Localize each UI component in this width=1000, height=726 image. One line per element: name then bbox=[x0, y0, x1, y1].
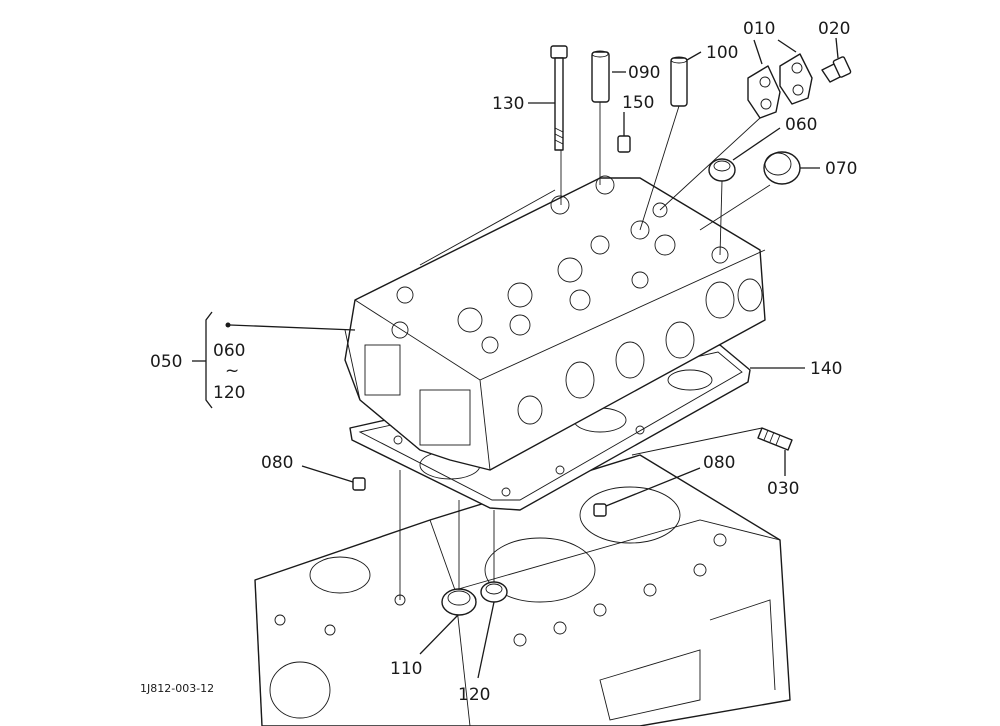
ring-120 bbox=[480, 581, 508, 603]
gasket-010 bbox=[747, 53, 813, 119]
dowel-080-right bbox=[593, 503, 607, 517]
drawing-code: 1J812-003-12 bbox=[140, 682, 214, 695]
label-080-right: 080 bbox=[703, 453, 735, 473]
label-100: 100 bbox=[706, 43, 738, 63]
part-100 bbox=[670, 56, 688, 107]
label-110: 110 bbox=[390, 659, 422, 679]
label-060: 060 bbox=[785, 115, 817, 135]
label-060-range: 060 bbox=[213, 341, 245, 361]
cylinder-block bbox=[254, 454, 791, 726]
dowel-080-left bbox=[352, 477, 366, 491]
label-140: 140 bbox=[810, 359, 842, 379]
bolt-130 bbox=[550, 45, 568, 151]
label-tilde: ~ bbox=[225, 361, 239, 381]
part-090 bbox=[591, 50, 610, 103]
cap-070 bbox=[763, 151, 801, 185]
label-090: 090 bbox=[628, 63, 660, 83]
plug-020 bbox=[821, 56, 852, 83]
label-130: 130 bbox=[492, 94, 524, 114]
part-labels: 010 020 130 090 100 150 060 070 140 050 … bbox=[140, 19, 857, 705]
label-070: 070 bbox=[825, 159, 857, 179]
ring-110 bbox=[441, 588, 477, 616]
leader-lines bbox=[192, 37, 839, 679]
seal-060 bbox=[708, 158, 736, 182]
label-150: 150 bbox=[622, 93, 654, 113]
label-010: 010 bbox=[743, 19, 775, 39]
part-150 bbox=[617, 135, 631, 153]
label-120: 120 bbox=[458, 685, 490, 705]
stud-030 bbox=[757, 427, 793, 451]
label-030: 030 bbox=[767, 479, 799, 499]
label-020: 020 bbox=[818, 19, 850, 39]
label-080-left: 080 bbox=[261, 453, 293, 473]
label-120-range: 120 bbox=[213, 383, 245, 403]
cylinder-head bbox=[344, 175, 766, 471]
label-050: 050 bbox=[150, 352, 182, 372]
